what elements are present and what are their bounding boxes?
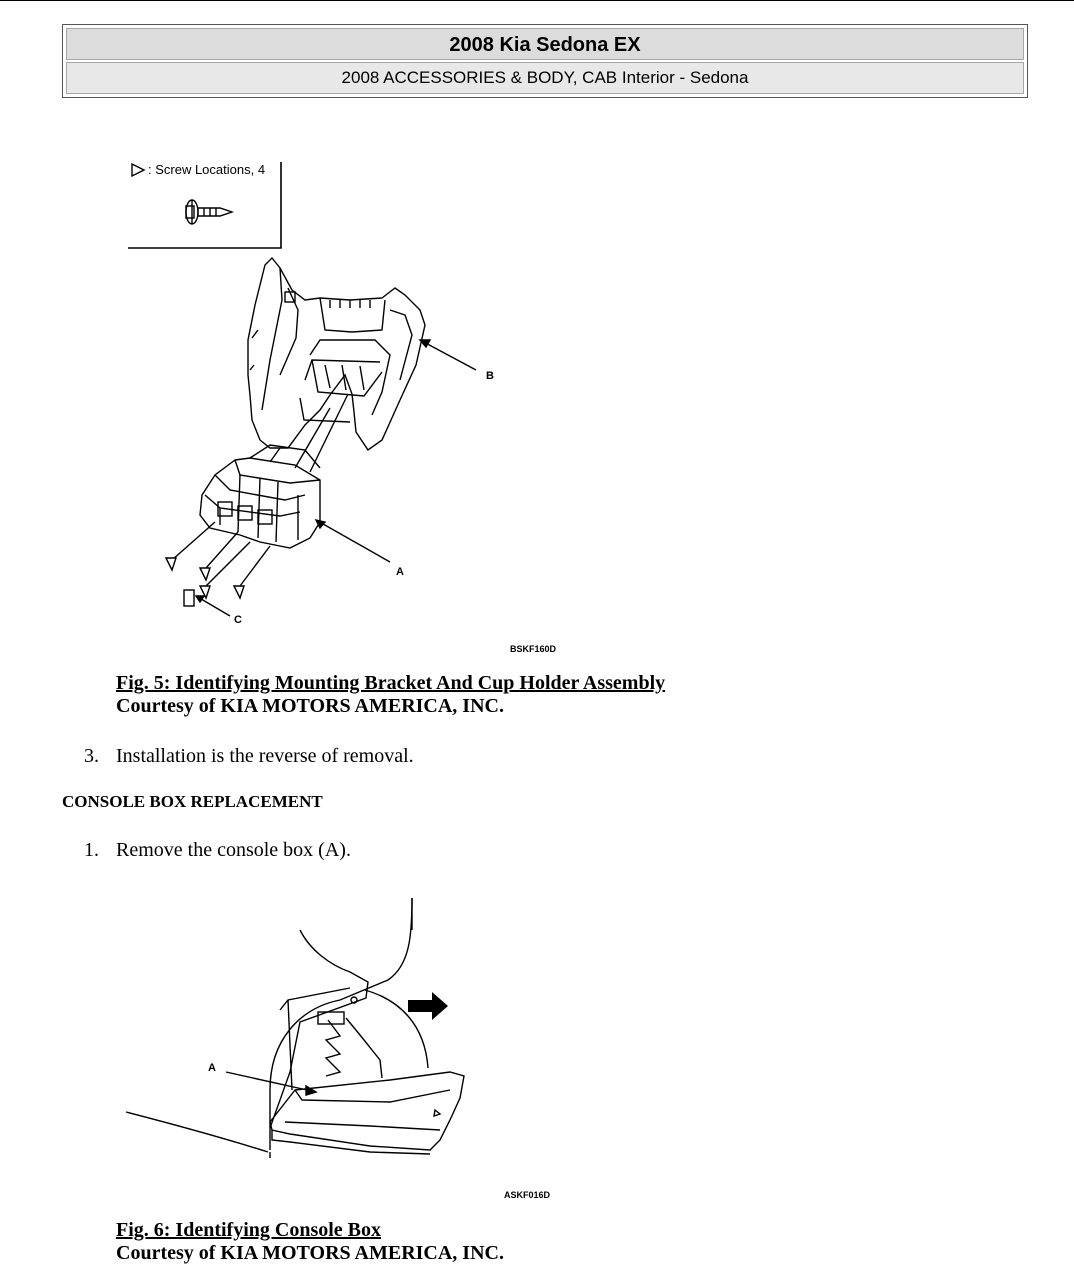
document-header: 2008 Kia Sedona EX 2008 ACCESSORIES & BO…	[62, 24, 1028, 98]
screw-marker-1	[164, 557, 177, 572]
clip-c	[183, 589, 195, 607]
fig5-label-c: C	[234, 614, 242, 626]
step-3: 3. Installation is the reverse of remova…	[84, 744, 684, 768]
top-rule	[0, 0, 1074, 1]
document-subtitle: 2008 ACCESSORIES & BODY, CAB Interior - …	[66, 62, 1024, 94]
fig5-caption-title: Fig. 5: Identifying Mounting Bracket And…	[116, 672, 666, 694]
screw-marker-3	[198, 585, 211, 600]
step-number: 1.	[84, 839, 99, 861]
fig5-caption: Fig. 5: Identifying Mounting Bracket And…	[116, 672, 665, 718]
figure-6-illustration: A ASKF016D	[125, 897, 551, 1200]
legend-box	[128, 162, 282, 249]
spring	[324, 1019, 342, 1077]
step-text: Remove the console box (A).	[116, 839, 351, 861]
console-arc	[364, 989, 429, 1069]
step-text: Installation is the reverse of removal.	[116, 745, 414, 767]
step-number: 3.	[84, 745, 99, 767]
fig6-courtesy: Courtesy of KIA MOTORS AMERICA, INC.	[116, 1242, 504, 1264]
fig5-courtesy: Courtesy of KIA MOTORS AMERICA, INC.	[116, 695, 504, 717]
fig5-label-b: B	[486, 370, 494, 382]
screw-icon	[185, 199, 235, 225]
fig6-caption: Fig. 6: Identifying Console Box Courtesy…	[116, 1219, 504, 1265]
screw-marker-4	[232, 585, 245, 600]
document-title: 2008 Kia Sedona EX	[66, 28, 1024, 60]
console-left-panel	[269, 929, 369, 1129]
fig5-label-a: A	[396, 566, 404, 578]
arrow-right-icon	[408, 992, 448, 1020]
fig5-legend-text: : Screw Locations, 4	[148, 162, 265, 177]
step-1: 1. Remove the console box (A).	[84, 838, 684, 862]
screw-legend-triangle-icon	[131, 162, 146, 178]
fig6-label-a: A	[208, 1062, 216, 1074]
mounting-bracket-b	[247, 256, 426, 451]
screw-marker-2	[198, 567, 211, 582]
fig6-code: ASKF016D	[504, 1190, 551, 1200]
seat-outline	[269, 897, 413, 1150]
fig5-code: BSKF160D	[510, 644, 557, 654]
section-heading: CONSOLE BOX REPLACEMENT	[62, 792, 323, 811]
figure-5-illustration: : Screw Locations, 4 B A C BSKF160D	[128, 162, 557, 654]
cup-holder-a	[199, 444, 321, 549]
fig6-caption-title: Fig. 6: Identifying Console Box	[116, 1219, 382, 1241]
